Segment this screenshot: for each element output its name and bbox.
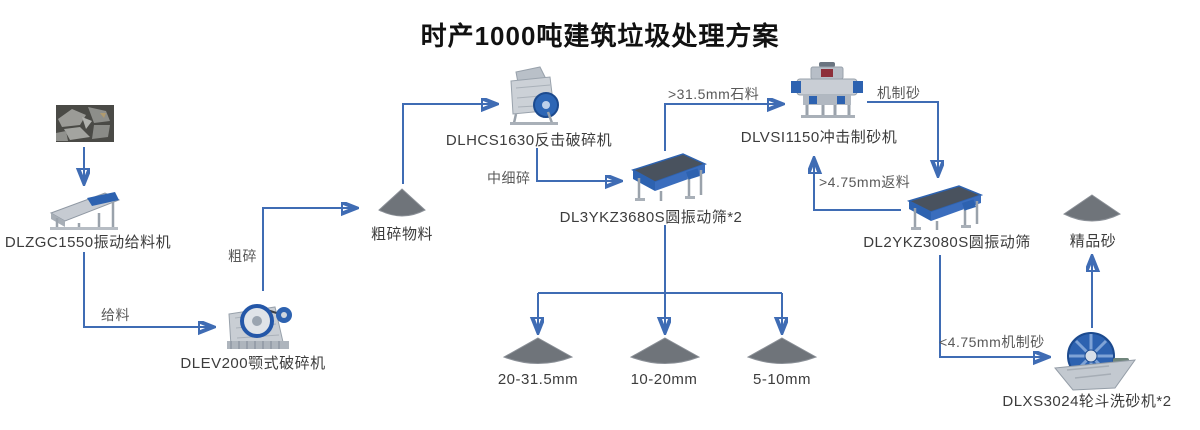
jaw-crusher-icon xyxy=(221,294,297,352)
page-title: 时产1000吨建筑垃圾处理方案 xyxy=(420,21,780,51)
raw-rocks-photo xyxy=(56,105,114,142)
impact-crusher-icon xyxy=(504,64,564,128)
flow-label-return: >4.75mm返料 xyxy=(819,174,911,190)
flow-label-coarse-crush: 粗碎 xyxy=(228,248,257,264)
vibrating-screen-3ykz-icon xyxy=(627,150,707,205)
vsi-sand-maker-icon xyxy=(787,60,867,120)
sand-washer-icon xyxy=(1053,330,1137,392)
screen-2ykz-label: DL2YKZ3080S圆振动筛 xyxy=(863,234,1031,251)
coarse-material-pile-label: 粗碎物料 xyxy=(370,226,434,243)
vibrating-screen-2ykz-icon xyxy=(903,182,983,234)
jaw-crusher-label: DLEV200颚式破碎机 xyxy=(180,355,326,372)
pile-20-315-label: 20-31.5mm xyxy=(497,371,579,388)
flow-label-gt-315: >31.5mm石料 xyxy=(668,86,760,102)
pile-5-10-icon xyxy=(745,337,819,368)
vsi-label: DLVSI1150冲击制砂机 xyxy=(740,129,898,146)
pile-10-20-icon xyxy=(628,337,702,368)
feeder-label: DLZGC1550振动给料机 xyxy=(4,234,172,251)
flow-label-lt-475: <4.75mm机制砂 xyxy=(939,334,1045,350)
fine-sand-label: 精品砂 xyxy=(1069,233,1117,250)
pile-5-10-label: 5-10mm xyxy=(752,371,812,388)
pile-20-315-icon xyxy=(501,337,575,368)
screen-3ykz-label: DL3YKZ3680S圆振动筛*2 xyxy=(559,209,743,226)
flow-label-machine-sand: 机制砂 xyxy=(877,85,921,101)
flow-label-medium-fine: 中细碎 xyxy=(487,170,531,186)
coarse-material-pile-icon xyxy=(377,188,427,221)
pile-10-20-label: 10-20mm xyxy=(630,371,698,388)
flow-label-feed: 给料 xyxy=(101,307,130,323)
fine-sand-pile-icon xyxy=(1061,194,1123,226)
arrow-jaw-to-coarse-pile xyxy=(262,208,354,291)
vibrating-feeder-icon xyxy=(45,185,125,231)
impact-crusher-label: DLHCS1630反击破碎机 xyxy=(445,132,613,149)
sand-washer-label: DLXS3024轮斗洗砂机*2 xyxy=(1002,393,1172,410)
arrow-impact-to-screen3 xyxy=(536,148,618,181)
